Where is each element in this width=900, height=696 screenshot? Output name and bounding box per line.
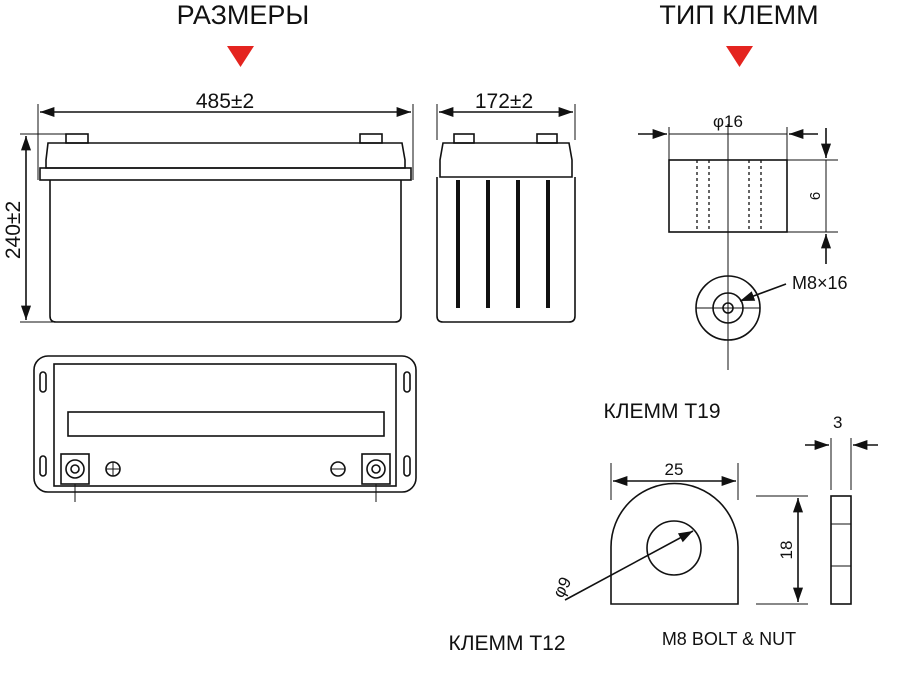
t19-thread-label: M8×16 [792, 273, 848, 293]
terminal-t19-drawing [638, 124, 838, 370]
sizes-marker-icon [227, 46, 254, 67]
t12-hardware-label: M8 BOLT & NUT [662, 629, 796, 649]
battery-top-view [33, 355, 417, 502]
sizes-heading: РАЗМЕРЫ [177, 0, 310, 30]
t12-width-dimension: 25 [665, 460, 684, 479]
battery-front-view [20, 104, 414, 323]
t12-height-dimension: 18 [777, 541, 796, 560]
length-dimension: 485±2 [196, 90, 254, 113]
terminal-t12-drawing [564, 438, 878, 605]
t12-thickness-dimension: 3 [833, 413, 842, 432]
terminal-type-heading: ТИП КЛЕММ [659, 0, 818, 30]
height-dimension: 240±2 [2, 201, 25, 259]
width-dimension: 172±2 [475, 90, 533, 113]
t12-label: КЛЕММ T12 [448, 632, 565, 655]
t19-height-dimension: 6 [807, 192, 824, 200]
terminal-type-marker-icon [726, 46, 753, 67]
t19-label: КЛЕММ T19 [603, 400, 720, 423]
battery-side-view [436, 104, 576, 323]
t19-diameter-dimension: φ16 [713, 112, 743, 131]
